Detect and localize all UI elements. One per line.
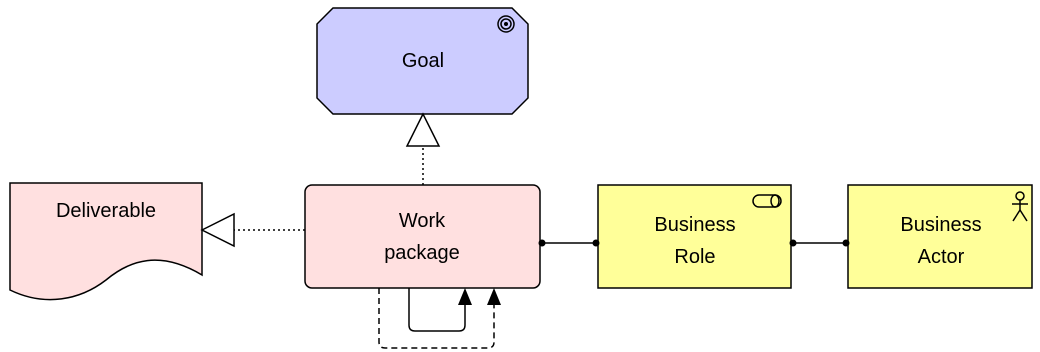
business-actor-element[interactable]: Business Actor (847, 184, 1033, 289)
work-package-element[interactable]: Work package (304, 184, 541, 289)
business-role-shape (597, 184, 792, 289)
work-package-shape (304, 184, 541, 289)
realization-wp-goal[interactable] (405, 112, 441, 185)
realization-arrowhead-deliverable (200, 212, 235, 248)
business-actor-label-line1: Business (900, 214, 981, 236)
flow-arrowhead (487, 288, 501, 305)
assignment-wp-role[interactable] (538, 239, 600, 247)
triggering-arrowhead (458, 288, 472, 305)
business-role-label-line1: Business (654, 214, 735, 236)
business-actor-shape (847, 184, 1033, 289)
goal-shape (316, 7, 529, 115)
triggering-self-loop[interactable] (408, 288, 472, 332)
deliverable-shape (9, 182, 203, 301)
business-role-label-line2: Role (674, 246, 715, 268)
business-actor-label-line2: Actor (918, 246, 965, 268)
role-cylinder-icon (752, 194, 782, 208)
deliverable-element[interactable]: Deliverable (9, 182, 203, 301)
realization-arrowhead-goal (405, 112, 441, 147)
goal-label: Goal (402, 50, 444, 72)
work-package-label-line2: package (384, 242, 460, 264)
deliverable-label: Deliverable (56, 200, 156, 222)
actor-stick-figure-icon (1012, 191, 1028, 222)
work-package-label-line1: Work (399, 210, 446, 232)
business-role-element[interactable]: Business Role (597, 184, 792, 289)
assignment-role-actor[interactable] (789, 239, 850, 247)
flow-self-loop[interactable] (378, 288, 501, 349)
goal-element[interactable]: Goal (316, 7, 529, 115)
goal-target-icon (497, 15, 515, 33)
realization-wp-deliverable[interactable] (200, 212, 305, 248)
